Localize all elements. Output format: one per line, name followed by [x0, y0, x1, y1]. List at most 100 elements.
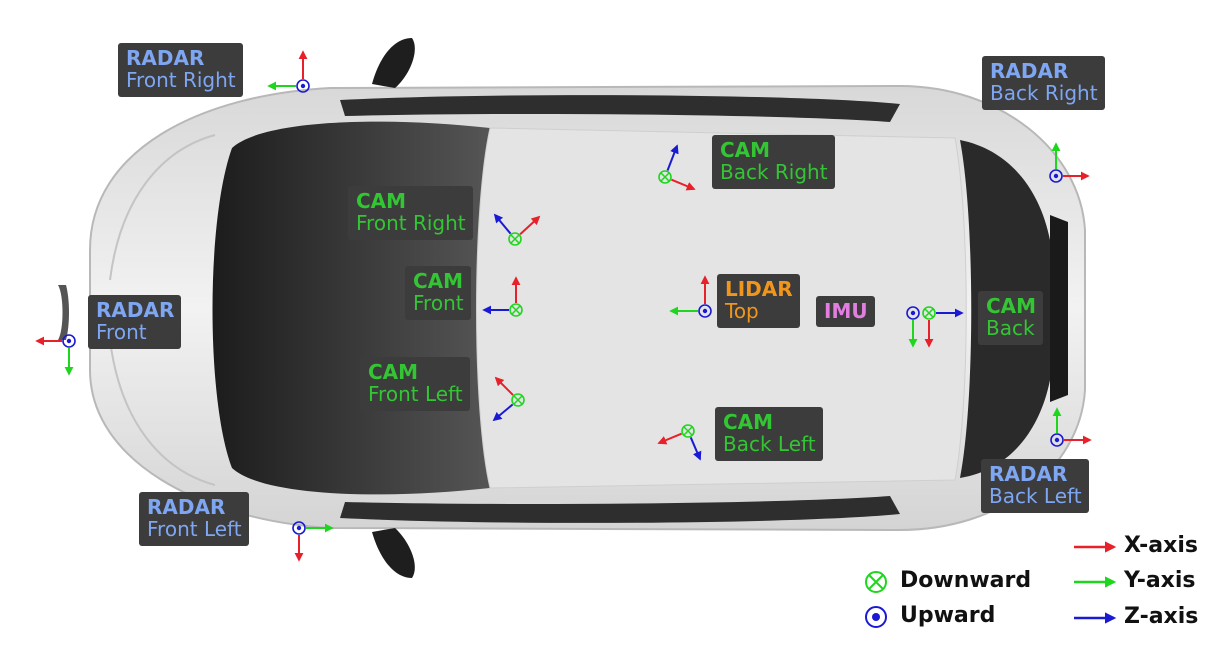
front-grille — [58, 285, 69, 340]
right-mirror — [372, 38, 415, 88]
downward-cross — [660, 172, 670, 182]
sensor-kind: IMU — [824, 299, 868, 323]
downward-cross — [511, 305, 521, 315]
right-window-strip — [340, 95, 900, 122]
hood-crease-lower — [109, 339, 216, 486]
cam-front-right-frame — [493, 213, 541, 246]
rear-spoiler — [1050, 215, 1068, 402]
z-axis-arrow — [666, 144, 679, 171]
sensor-position: Front Right — [126, 68, 236, 93]
sensor-position: Front Right — [356, 211, 466, 236]
z-axis-arrow — [492, 403, 514, 422]
sensor-kind: RADAR — [126, 46, 205, 70]
cam-back-right-frame — [658, 144, 696, 191]
sensor-kind: CAM — [720, 138, 771, 162]
downward-cross — [510, 234, 520, 244]
left-window-strip — [340, 496, 900, 523]
downward-symbol-icon — [511, 393, 525, 407]
sensor-kind: RADAR — [990, 59, 1069, 83]
sensor-kind: LIDAR — [725, 277, 793, 301]
legend-y-axis-text: Y-axis — [1124, 568, 1196, 593]
sensor-position: Back — [986, 316, 1035, 341]
hood-crease — [109, 134, 216, 281]
upward-symbol-icon — [906, 306, 920, 320]
downward-symbol-icon — [865, 571, 887, 593]
downward-symbol-icon — [681, 424, 695, 438]
z-axis-arrow — [493, 213, 512, 235]
sensor-kind: CAM — [723, 410, 774, 434]
upward-symbol-icon — [62, 334, 76, 348]
upward-dot — [300, 83, 306, 89]
radar-back-left-frame — [1050, 407, 1092, 447]
imu-frame — [906, 306, 920, 348]
sensor-position: Front — [96, 320, 147, 345]
legend-x-axis-text: X-axis — [1124, 533, 1198, 558]
upward-symbol-icon — [698, 304, 712, 318]
legend-z-axis-text: Z-axis — [1124, 604, 1199, 629]
legend-upward-text: Upward — [900, 603, 996, 628]
sensor-kind: CAM — [986, 294, 1037, 318]
cam-back-left-frame — [657, 424, 702, 461]
sensor-kind: RADAR — [96, 298, 175, 322]
radar-front-frame — [35, 334, 76, 376]
radar-front-left-frame — [292, 521, 334, 562]
z-axis-arrow — [689, 437, 702, 461]
x-axis-arrow — [494, 376, 514, 396]
x-axis-arrow — [519, 215, 541, 236]
downward-cross — [683, 426, 693, 436]
sensor-position: Back Right — [990, 81, 1098, 106]
sensor-position: Back Right — [720, 160, 828, 185]
upward-symbol-icon — [1049, 169, 1063, 183]
downward-symbol-icon — [508, 232, 522, 246]
radar-front-right-frame — [267, 50, 310, 93]
upward-dot — [702, 308, 708, 314]
upward-dot — [910, 310, 916, 316]
upward-dot — [1054, 437, 1060, 443]
sensor-kind: RADAR — [989, 462, 1068, 486]
sensor-position: Front Left — [368, 382, 463, 407]
sensor-kind: CAM — [356, 189, 407, 213]
sensor-position: Back Left — [723, 432, 816, 457]
downward-symbol-icon — [658, 170, 672, 184]
x-axis-arrow — [671, 178, 696, 191]
downward-cross — [924, 308, 934, 318]
upward-symbol-icon — [865, 606, 887, 628]
left-mirror — [372, 528, 415, 578]
upward-symbol-icon — [292, 521, 306, 535]
cam-front-left-frame — [492, 376, 525, 422]
downward-symbol-icon — [922, 306, 936, 320]
cam-back-frame — [922, 306, 964, 348]
upward-symbol-icon — [1050, 433, 1064, 447]
x-axis-arrow — [657, 432, 682, 445]
sensor-position: Top — [725, 299, 759, 324]
sensor-kind: CAM — [368, 360, 419, 384]
upward-dot — [296, 525, 302, 531]
downward-symbol-icon — [509, 303, 523, 317]
axis-glyphs — [35, 50, 1092, 562]
sensor-position: Front Left — [147, 517, 242, 542]
imu-label: IMU — [816, 296, 875, 328]
lidar-top-frame — [669, 275, 712, 318]
upward-dot — [1053, 173, 1059, 179]
cam-front-frame — [482, 276, 523, 317]
radar-back-right-frame — [1049, 142, 1090, 183]
sensor-kind: CAM — [413, 269, 464, 293]
legend-symbols — [865, 541, 1117, 628]
sensor-position: Back Left — [989, 484, 1082, 509]
sensor-kind: RADAR — [147, 495, 226, 519]
upward-dot — [66, 338, 72, 344]
legend-downward-text: Downward — [900, 568, 1032, 593]
downward-cross — [513, 395, 523, 405]
